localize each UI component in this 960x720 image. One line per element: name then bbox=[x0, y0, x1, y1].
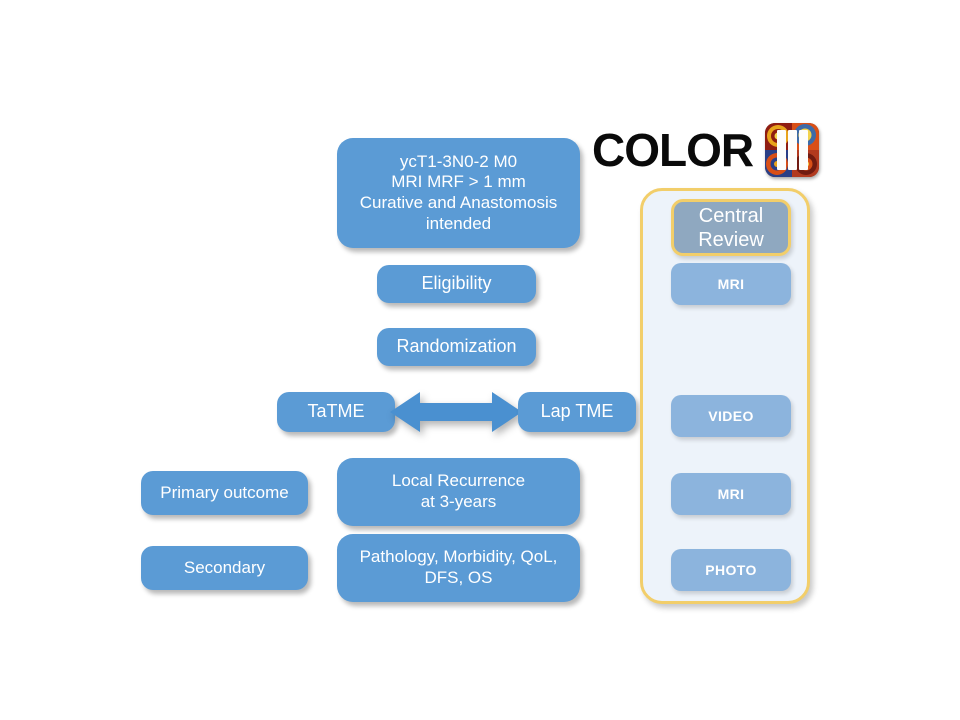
inclusion-criteria-box[interactable]: ycT1-3N0-2 M0 MRI MRF > 1 mm Curative an… bbox=[337, 138, 580, 248]
primary-outcome-label-box[interactable]: Primary outcome bbox=[141, 471, 308, 515]
review-item-photo[interactable]: PHOTO bbox=[671, 549, 791, 591]
logo-mark-bar-3 bbox=[799, 130, 809, 170]
logo-wordmark: COLOR bbox=[592, 124, 754, 176]
secondary-outcome-label-box[interactable]: Secondary bbox=[141, 546, 308, 590]
color-iii-logo: COLOR bbox=[592, 123, 820, 177]
arm-laptme-box[interactable]: Lap TME bbox=[518, 392, 636, 432]
central-review-title[interactable]: Central Review bbox=[671, 199, 791, 256]
bidirectional-randomization-arrow bbox=[390, 388, 522, 441]
review-item-mri-2[interactable]: MRI bbox=[671, 473, 791, 515]
logo-mark-bar-1 bbox=[777, 130, 787, 170]
eligibility-box[interactable]: Eligibility bbox=[377, 265, 536, 303]
color-iii-logo-mark bbox=[765, 123, 820, 177]
central-review-panel: Central Review MRI VIDEO MRI PHOTO bbox=[640, 188, 810, 604]
secondary-outcome-value-box[interactable]: Pathology, Morbidity, QoL, DFS, OS bbox=[337, 534, 580, 602]
arrow-glyph bbox=[390, 392, 522, 432]
logo-mark-bar-2 bbox=[788, 130, 798, 170]
review-item-video[interactable]: VIDEO bbox=[671, 395, 791, 437]
primary-outcome-value-box[interactable]: Local Recurrence at 3-years bbox=[337, 458, 580, 526]
review-item-mri-1[interactable]: MRI bbox=[671, 263, 791, 305]
arm-tatme-box[interactable]: TaTME bbox=[277, 392, 395, 432]
randomization-box[interactable]: Randomization bbox=[377, 328, 536, 366]
